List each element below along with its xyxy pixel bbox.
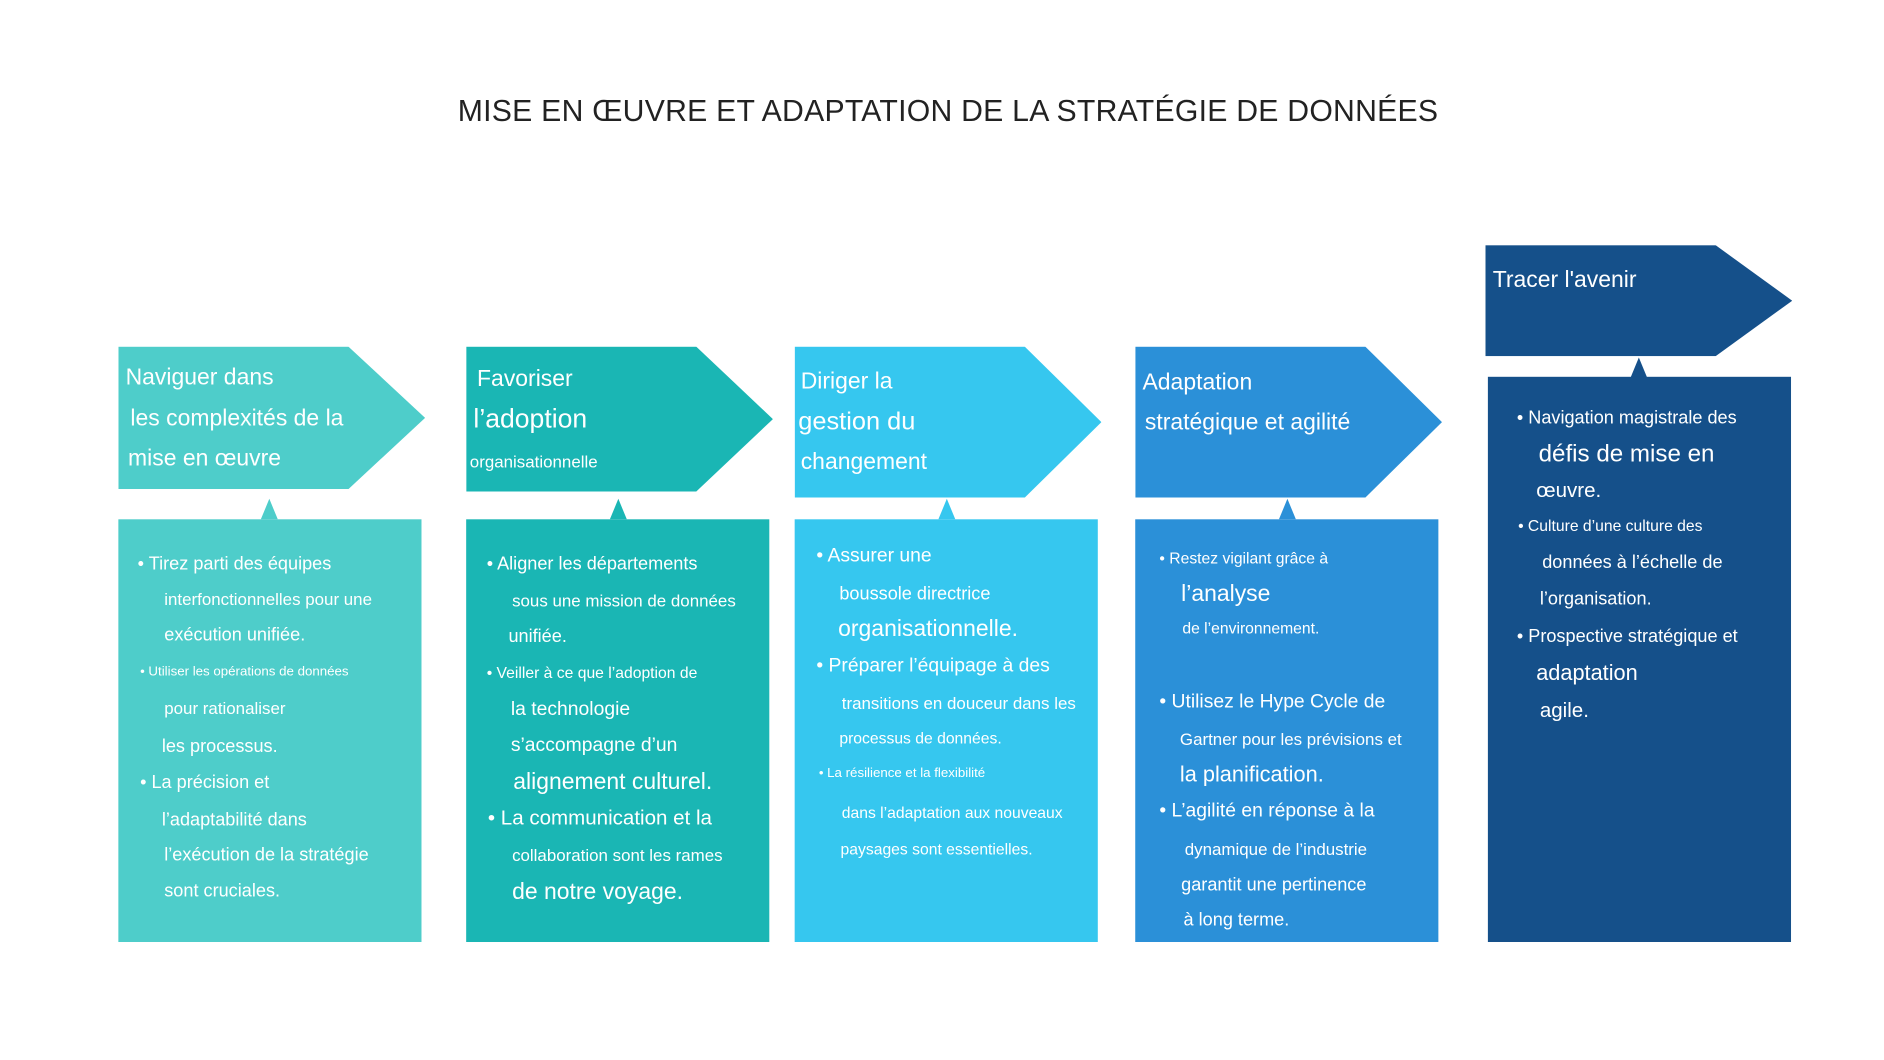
step-5-pointer [1630, 357, 1648, 379]
step-2-line: unifiée. [508, 626, 567, 647]
step-4-title: stratégique et agilité [1144, 410, 1351, 436]
step-3-line: dans l’adaptation aux nouveaux [841, 803, 1063, 822]
step-4-line: garantit une pertinence [1181, 874, 1367, 896]
step-3-line: processus de données. [839, 728, 1002, 747]
step-1-title: les complexités de la [130, 406, 344, 432]
step-5-line: œuvre. [1536, 478, 1602, 502]
step-2-line: • Aligner les départements [486, 553, 698, 575]
step-2-pointer [609, 498, 627, 520]
step-5-line: l’organisation. [1539, 588, 1652, 610]
step-3-header [794, 346, 1102, 498]
step-1-line: sont cruciales. [164, 881, 281, 902]
step-1-line: interfonctionnelles pour une [164, 589, 372, 609]
step-4-line: dynamique de l’industrie [1184, 839, 1368, 859]
step-5-title: Tracer l'avenir [1492, 267, 1637, 293]
step-3-line: transitions en douceur dans les [841, 693, 1076, 713]
step-4-title: Adaptation [1142, 370, 1253, 396]
step-2-header [466, 346, 773, 492]
step-3-line: • Préparer l’équipage à des [816, 655, 1050, 677]
step-4-pointer [1278, 498, 1296, 520]
step-5-line: données à l’échelle de [1542, 552, 1723, 574]
step-4-line: Gartner pour les prévisions et [1179, 729, 1402, 749]
step-2-line: de notre voyage. [512, 879, 684, 906]
step-1-title: mise en œuvre [128, 446, 282, 472]
step-3-line: organisationnelle. [838, 616, 1019, 642]
step-4-line: • L’agilité en réponse à la [1159, 800, 1375, 822]
step-4-line: • Restez vigilant grâce à [1159, 548, 1329, 568]
step-3-line: paysages sont essentielles. [840, 839, 1033, 859]
step-5-line: • Navigation magistrale des [1516, 407, 1737, 429]
page-title: MISE EN ŒUVRE ET ADAPTATION DE LA STRATÉ… [457, 94, 1439, 129]
step-1-line: • Utiliser les opérations de données [140, 664, 349, 680]
step-5-line: adaptation [1536, 660, 1638, 685]
step-1-line: exécution unifiée. [164, 624, 306, 646]
step-2-title: organisationnelle [469, 451, 598, 472]
step-3-body [794, 519, 1098, 943]
step-2-line: alignement culturel. [513, 769, 713, 796]
step-4-line: de l’environnement. [1182, 618, 1320, 638]
step-2-line: la technologie [510, 699, 631, 720]
step-3-title: gestion du [798, 407, 916, 436]
step-4-line: • Utilisez le Hype Cycle de [1159, 692, 1386, 713]
step-3-line: boussole directrice [839, 583, 991, 605]
step-5-line: agile. [1539, 698, 1589, 722]
step-1-pointer [260, 498, 278, 520]
step-3-title: changement [800, 449, 928, 476]
step-4-body [1135, 519, 1439, 943]
step-1-title: Naviguer dans [125, 365, 274, 391]
step-5-line: • Prospective stratégique et [1516, 626, 1738, 647]
step-1-body [118, 519, 422, 943]
step-3-pointer [938, 498, 956, 520]
step-1-line: • Tirez parti des équipes [137, 553, 332, 575]
step-4-line: à long terme. [1183, 910, 1290, 931]
step-5-header [1485, 245, 1793, 357]
step-5-body [1487, 376, 1792, 943]
step-1-line: pour rationaliser [164, 698, 286, 718]
step-2-line: sous une mission de données [512, 590, 736, 610]
step-2-line: collaboration sont les rames [512, 845, 723, 865]
step-1-line: • La précision et [140, 772, 270, 793]
step-4-line: la planification. [1179, 762, 1324, 787]
step-4-line: l’analyse [1181, 581, 1271, 607]
step-1-line: les processus. [161, 736, 278, 757]
step-3-line: • La résilience et la flexibilité [818, 766, 986, 781]
step-2-line: • La communication et la [487, 806, 712, 830]
step-1-line: l’adaptabilité dans [161, 809, 307, 831]
step-4-header [1135, 346, 1442, 498]
step-3-line: • Assurer une [816, 545, 932, 567]
step-5-line: • Culture d’une culture des [1518, 516, 1703, 535]
step-5-line: défis de mise en [1538, 440, 1715, 468]
step-1-line: l’exécution de la stratégie [164, 844, 369, 866]
step-2-body [466, 519, 770, 943]
step-2-line: • Veiller à ce que l’adoption de [486, 663, 698, 682]
step-2-title: Favoriser [477, 366, 573, 392]
step-2-line: s’accompagne d’un [510, 735, 678, 757]
step-2-title: l’adoption [473, 403, 588, 434]
step-3-title: Diriger la [800, 368, 893, 395]
